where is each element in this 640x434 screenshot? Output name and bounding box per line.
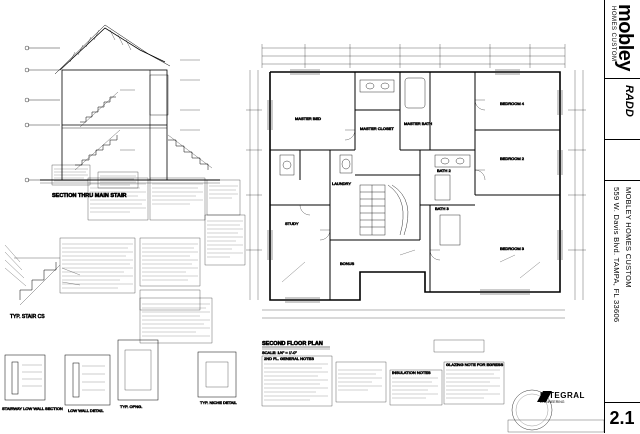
room-master-bed: MASTER BED — [295, 116, 321, 121]
sheet-number: 2.1 — [604, 402, 640, 434]
room-bedroom-4: BEDROOM 4 — [500, 101, 525, 106]
room-bedroom-2: BEDROOM 2 — [500, 156, 525, 161]
stair-detail-title: TYP. STAIR CS — [10, 314, 45, 320]
plan-scale: SCALE: 1/4" = 1'-0" — [262, 350, 297, 355]
niche-title: TYP. NICHE DETAIL — [200, 400, 238, 405]
room-study: STUDY — [285, 221, 299, 226]
opng-title: TYP. OPNG. — [120, 404, 142, 409]
room-bedroom-3: BEDROOM 3 — [500, 246, 525, 251]
room-bath-2: BATH 2 — [437, 168, 451, 173]
engineer-name: INTEGRAL — [540, 391, 585, 400]
brand-cell: mobley HOMES CUSTOM — [605, 0, 640, 79]
plan-title: SECOND FLOOR PLAN — [262, 341, 323, 347]
room-laundry: LAUNDRY — [332, 181, 351, 186]
second-floor-plan — [246, 44, 586, 319]
low-wall-title: LOW WALL DETAIL — [68, 408, 104, 413]
glazing-notes-title: GLAZING NOTE FOR EGRESS — [446, 362, 503, 367]
brand-subtitle: HOMES CUSTOM — [610, 6, 616, 62]
project-address: 559 W. Davis Blvd. TAMPA, FL 33606 — [612, 187, 621, 323]
engineer-sub: ENGINEERING — [540, 400, 565, 404]
stairway-wall-title: STAIRWAY LOW WALL SECTION — [2, 406, 63, 411]
designer-cell: RADD — [605, 79, 640, 140]
designer-logo: RADD — [623, 85, 635, 117]
room-bonus: BONUS — [340, 261, 355, 266]
project-cell: MOBLEY HOMES CUSTOM 559 W. Davis Blvd. T… — [605, 181, 640, 401]
engineer-stamp — [507, 389, 604, 433]
small-details — [4, 339, 237, 406]
project-name: MOBLEY HOMES CUSTOM — [624, 187, 633, 288]
stair-detail — [4, 244, 81, 306]
title-block: mobley HOMES CUSTOM RADD MOBLEY HOMES CU… — [604, 0, 640, 433]
section-title: SECTION THRU MAIN STAIR — [52, 193, 126, 199]
room-master-bath: MASTER BATH — [404, 121, 432, 126]
general-notes-title: 2ND FL. GENERAL NOTES — [264, 356, 314, 361]
room-bath-3: BATH 3 — [435, 206, 449, 211]
stair-section — [24, 24, 220, 189]
insulation-notes-title: INSULATION NOTES — [392, 370, 431, 375]
revision-cell — [605, 140, 640, 181]
general-notes — [261, 339, 505, 407]
blueprint-drawing: SECTION THRU MAIN STAIR TYP. STAIR CS ST… — [2, 24, 604, 433]
room-master-closet: MASTER CLOSET — [360, 126, 394, 131]
brand-logo: mobley — [614, 4, 636, 72]
stair-notes — [59, 177, 246, 344]
